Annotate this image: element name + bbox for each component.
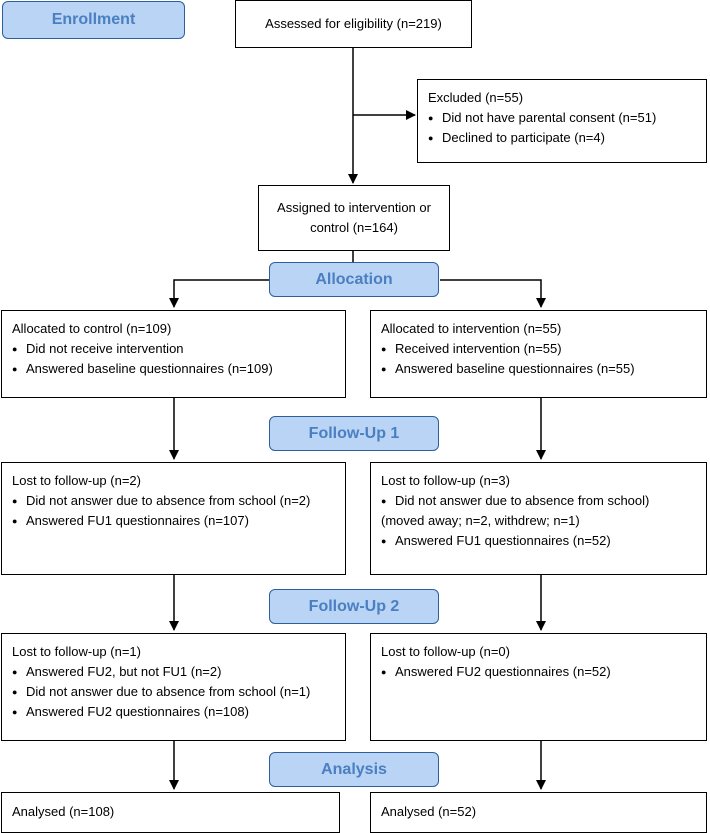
intervention-followup1-title: Lost to follow-up (n=3) bbox=[381, 473, 510, 488]
stage-allocation: Allocation bbox=[269, 262, 439, 297]
intervention-followup2-box: Lost to follow-up (n=0) Answered FU2 que… bbox=[370, 633, 707, 741]
control-allocation-item: Answered baseline questionnaires (n=109) bbox=[12, 359, 335, 379]
arrow-to-control-allocation bbox=[169, 279, 270, 308]
excluded-item: Declined to participate (n=4) bbox=[428, 128, 696, 148]
intervention-allocation-title: Allocated to intervention (n=55) bbox=[381, 321, 562, 336]
control-followup2-item: Answered FU2, but not FU1 (n=2) bbox=[12, 662, 335, 682]
intervention-analysis-text: Analysed (n=52) bbox=[381, 804, 477, 819]
stage-follow-up-1: Follow-Up 1 bbox=[269, 416, 439, 451]
intervention-allocation-item: Received intervention (n=55) bbox=[381, 339, 696, 359]
assigned-text-line-1: Assigned to intervention or bbox=[277, 200, 431, 215]
intervention-followup1-item: Answered FU1 questionnaires (n=52) bbox=[381, 531, 696, 551]
control-analysis-text: Analysed (n=108) bbox=[12, 804, 115, 819]
excluded-box: Excluded (n=55) Did not have parental co… bbox=[417, 79, 707, 163]
intervention-allocation-item: Answered baseline questionnaires (n=55) bbox=[381, 359, 696, 379]
control-followup1-item: Answered FU1 questionnaires (n=107) bbox=[12, 511, 335, 531]
excluded-title: Excluded (n=55) bbox=[428, 90, 524, 105]
control-allocation-item: Did not receive intervention bbox=[12, 339, 335, 359]
intervention-followup2-title: Lost to follow-up (n=0) bbox=[381, 644, 510, 659]
intervention-followup2-item: Answered FU2 questionnaires (n=52) bbox=[381, 662, 696, 682]
control-followup2-title: Lost to follow-up (n=1) bbox=[12, 644, 141, 659]
assigned-box: Assigned to intervention or control (n=1… bbox=[258, 185, 450, 251]
intervention-allocation-box: Allocated to intervention (n=55) Receive… bbox=[370, 310, 707, 398]
assessed-text: Assessed for eligibility (n=219) bbox=[265, 16, 442, 31]
control-followup1-item: Did not answer due to absence from schoo… bbox=[12, 491, 335, 511]
intervention-followup1-item: Did not answer due to absence from schoo… bbox=[381, 491, 696, 511]
stage-follow-up-2: Follow-Up 2 bbox=[269, 589, 439, 624]
control-followup1-box: Lost to follow-up (n=2) Did not answer d… bbox=[1, 462, 346, 575]
control-followup2-item: Answered FU2 questionnaires (n=108) bbox=[12, 702, 335, 722]
control-analysis-box: Analysed (n=108) bbox=[1, 792, 340, 833]
arrow-to-intervention-allocation bbox=[440, 279, 546, 308]
assessed-box: Assessed for eligibility (n=219) bbox=[235, 0, 472, 48]
assigned-text-line-2: control (n=164) bbox=[310, 220, 398, 235]
control-followup2-item: Did not answer due to absence from schoo… bbox=[12, 682, 335, 702]
control-followup1-title: Lost to follow-up (n=2) bbox=[12, 473, 141, 488]
stage-enrollment: Enrollment bbox=[2, 1, 185, 39]
stage-analysis: Analysis bbox=[269, 752, 439, 787]
control-allocation-title: Allocated to control (n=109) bbox=[12, 321, 172, 336]
excluded-item: Did not have parental consent (n=51) bbox=[428, 108, 696, 128]
intervention-followup1-box: Lost to follow-up (n=3) Did not answer d… bbox=[370, 462, 707, 575]
intervention-analysis-box: Analysed (n=52) bbox=[370, 792, 707, 833]
control-allocation-box: Allocated to control (n=109) Did not rec… bbox=[1, 310, 346, 398]
control-followup2-box: Lost to follow-up (n=1) Answered FU2, bu… bbox=[1, 633, 346, 741]
intervention-followup1-item-continued: (moved away; n=2, withdrew; n=1) bbox=[381, 513, 580, 528]
